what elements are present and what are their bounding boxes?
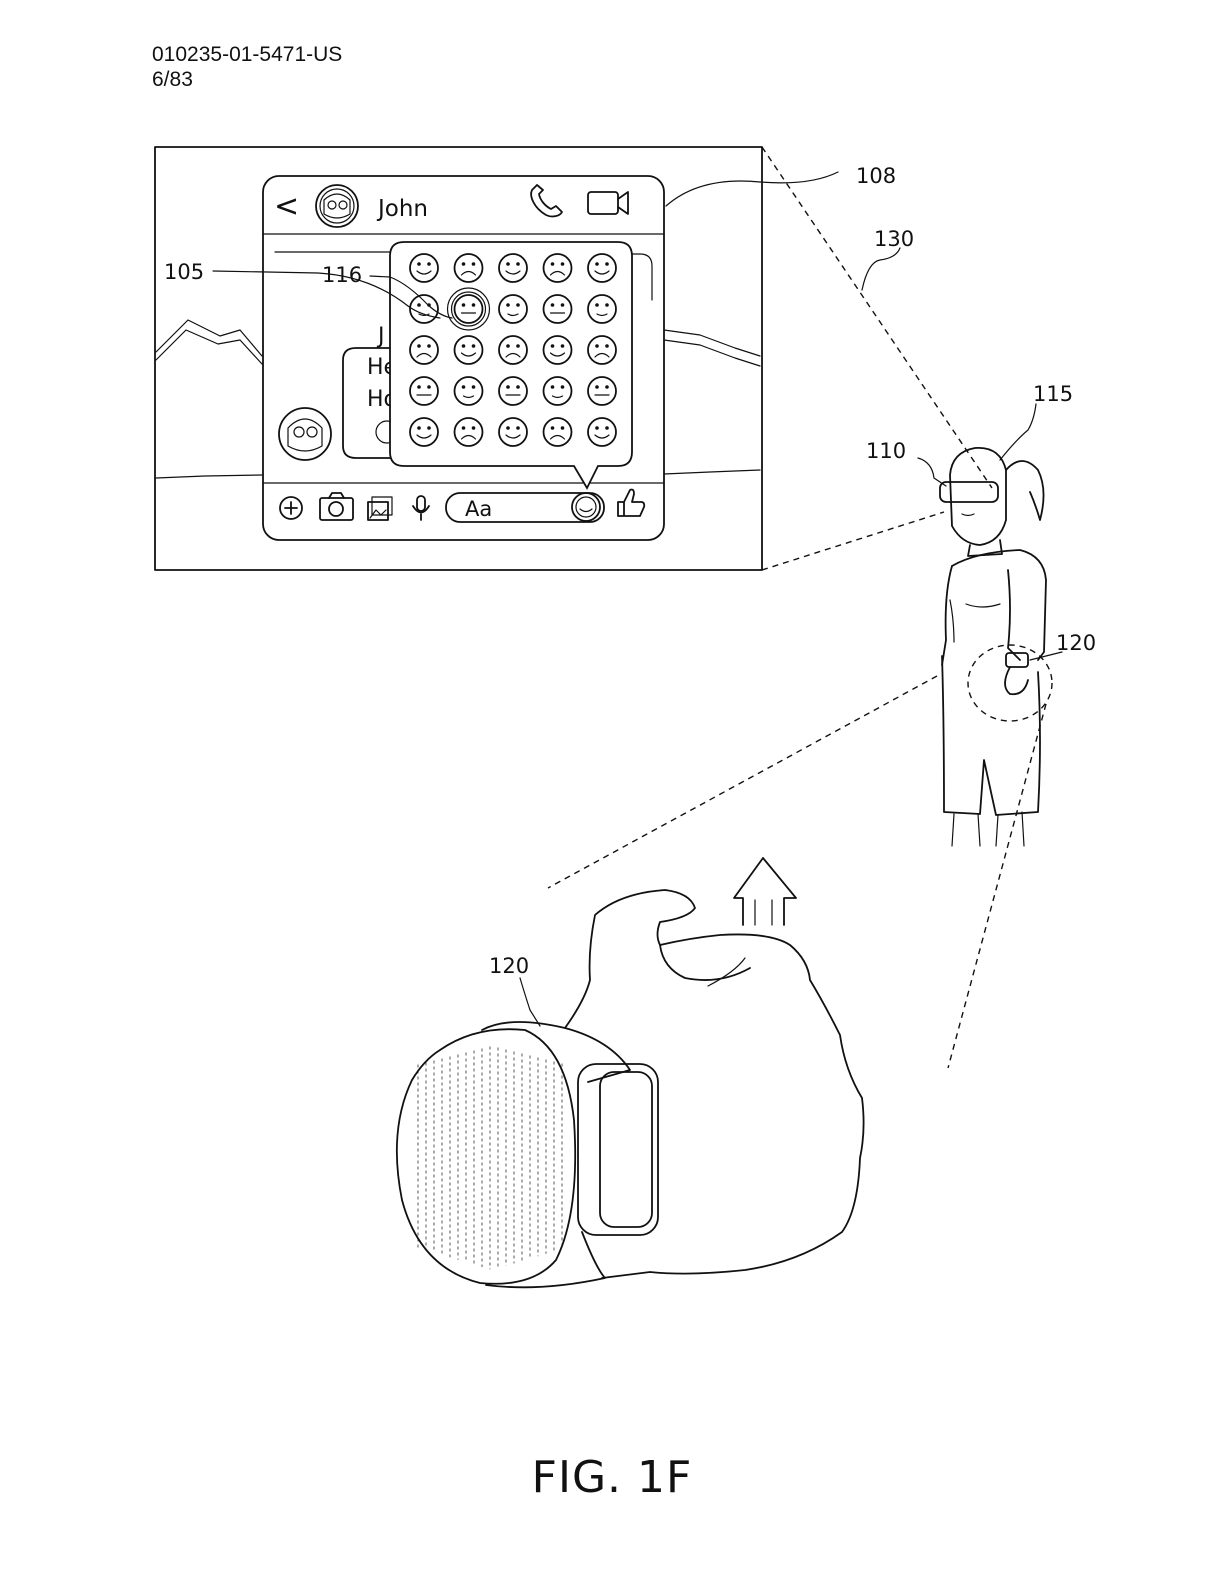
wrist-device-small <box>1005 652 1029 668</box>
projection-line-top <box>761 146 993 489</box>
ref-label-130: 130 <box>874 227 914 251</box>
ref-label-116: 116 <box>322 263 362 287</box>
forearm-hatching <box>417 1046 563 1270</box>
chat-window <box>262 175 665 541</box>
gallery-icon[interactable] <box>367 496 393 521</box>
emoji-option[interactable] <box>453 335 484 365</box>
microphone-icon[interactable] <box>412 495 430 521</box>
emoji-option[interactable] <box>498 335 528 365</box>
ref-label-110: 110 <box>866 439 906 463</box>
emoji-option[interactable] <box>498 417 528 447</box>
ref-label-120-hand: 120 <box>489 954 529 978</box>
leader-110 <box>917 457 947 487</box>
figure-caption: FIG. 1F <box>531 1452 693 1503</box>
emoji-option[interactable] <box>498 294 528 324</box>
emoji-option[interactable] <box>542 335 573 365</box>
emoji-option[interactable] <box>542 376 573 406</box>
leader-116 <box>369 275 453 319</box>
mountain-right-inner <box>663 339 761 367</box>
leader-130 <box>861 247 901 291</box>
emoji-option[interactable] <box>542 253 573 283</box>
plus-icon[interactable] <box>279 496 303 520</box>
ref-label-120-wrist: 120 <box>1056 631 1096 655</box>
emoji-option[interactable] <box>587 417 617 447</box>
contact-avatar[interactable] <box>315 184 359 228</box>
user-shorts <box>941 655 1041 816</box>
emoji-grid <box>409 253 617 447</box>
user-torso <box>951 549 1047 661</box>
video-camera-icon[interactable] <box>587 191 629 215</box>
ground-left <box>155 474 263 479</box>
zoom-line-right <box>947 703 1047 1069</box>
emoji-option[interactable] <box>409 417 439 447</box>
leader-108 <box>665 171 839 207</box>
user-hand <box>1004 666 1029 696</box>
head-mounted-display <box>939 481 999 503</box>
phone-icon[interactable] <box>530 184 563 218</box>
emoji-option[interactable] <box>542 417 573 447</box>
ground-right <box>663 469 761 475</box>
forearm-cross-section <box>395 1028 577 1285</box>
user-arm <box>1007 569 1021 661</box>
partial-sender-name: J <box>376 324 385 349</box>
emoji-option[interactable] <box>587 376 617 406</box>
docket-number: 010235-01-5471-US <box>152 43 343 66</box>
emoji-option[interactable] <box>453 253 484 283</box>
emoji-option[interactable] <box>587 253 617 283</box>
sheet-number: 6/83 <box>152 68 193 91</box>
contact-name: John <box>376 196 428 222</box>
hidden-bubble-edge <box>399 253 653 301</box>
leader-120-wrist <box>1029 651 1063 661</box>
emoji-option[interactable] <box>587 335 617 365</box>
wrist-highlight-circle <box>967 644 1053 722</box>
hand-outline <box>564 889 865 1279</box>
finger-crease <box>707 957 746 987</box>
emoji-option-selected[interactable] <box>446 287 491 331</box>
leader-105 <box>212 270 441 319</box>
thumbs-up-icon[interactable] <box>617 488 646 517</box>
emoji-option[interactable] <box>498 376 528 406</box>
mountain-left-inner <box>155 329 263 365</box>
camera-icon[interactable] <box>319 492 354 521</box>
upward-motion-arrow <box>733 857 797 926</box>
emoji-option[interactable] <box>453 417 484 447</box>
index-finger <box>659 944 751 981</box>
mountain-left <box>155 319 263 357</box>
mountain-right <box>663 329 761 357</box>
emoji-picker <box>389 241 633 490</box>
ref-label-108: 108 <box>856 164 896 188</box>
watch-face <box>599 1071 653 1228</box>
ref-label-115: 115 <box>1033 382 1073 406</box>
emoji-option[interactable] <box>409 376 439 406</box>
emoji-option[interactable] <box>409 253 439 283</box>
enlarged-hand <box>395 889 865 1289</box>
user-figure <box>939 447 1047 847</box>
message-input-field[interactable] <box>445 492 605 523</box>
emoji-option[interactable] <box>453 376 484 406</box>
zoom-line-left <box>547 675 938 889</box>
emoji-option[interactable] <box>542 294 573 324</box>
watch-band-bottom <box>485 1231 606 1289</box>
ref-label-105: 105 <box>164 260 204 284</box>
back-arrow-icon[interactable]: < <box>274 189 299 224</box>
leader-120-hand <box>519 977 541 1027</box>
user-head <box>949 447 1007 546</box>
sender-avatar <box>278 407 332 461</box>
leader-115 <box>999 403 1037 461</box>
watch-body <box>577 1063 659 1236</box>
user-legs <box>951 811 1025 847</box>
watch-band-top <box>481 1021 631 1083</box>
emoji-option[interactable] <box>498 253 528 283</box>
message-input-placeholder: Aa <box>465 497 492 521</box>
emoji-option[interactable] <box>409 335 439 365</box>
display-view-frame <box>154 146 763 571</box>
emoji-option[interactable] <box>587 294 617 324</box>
projection-line-bottom <box>761 511 945 571</box>
ponytail <box>1005 460 1045 521</box>
emoji-icon[interactable] <box>571 492 601 522</box>
